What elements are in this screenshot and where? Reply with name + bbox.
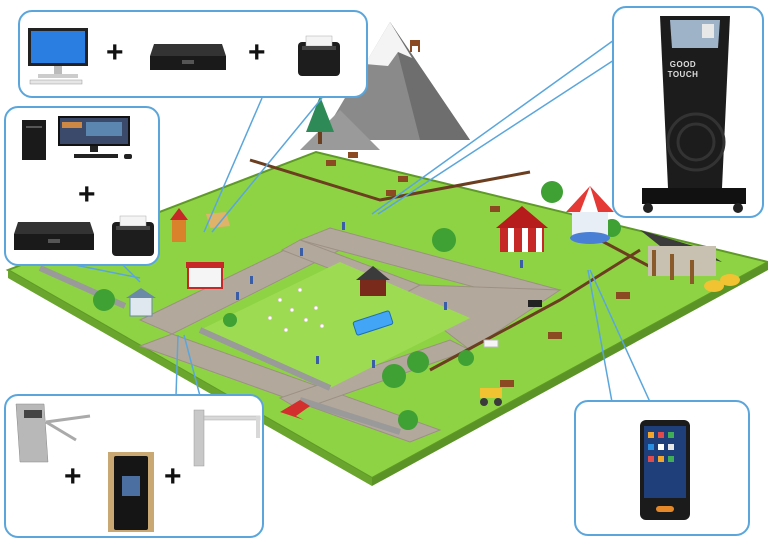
stable (640, 230, 722, 284)
white-horse (483, 339, 499, 348)
self-service-kiosk-icon (642, 16, 746, 213)
pos-station-callout-left: + (4, 106, 160, 266)
plus-sign: + (106, 36, 124, 69)
visitors (236, 222, 523, 368)
park-paths (138, 227, 562, 443)
plus-sign: + (64, 460, 82, 493)
desktop-pc-icon (28, 28, 88, 85)
receipt-printer-icon (112, 215, 154, 256)
plus-sign: + (248, 36, 266, 69)
kiosk-callout: GOOD TOUCH (612, 6, 764, 218)
tripod-turnstile-icon (15, 403, 91, 463)
carousel (566, 186, 614, 244)
plus-sign: + (78, 178, 96, 211)
playground (170, 208, 230, 242)
cash-drawer-icon (150, 44, 226, 70)
access-control-callout: + + (4, 394, 264, 538)
circus-tent (496, 206, 548, 252)
cash-drawer-icon (14, 222, 94, 250)
farm-meadow (200, 262, 470, 388)
kiosk-logo: GOOD TOUCH (661, 60, 705, 80)
gatehouse (126, 288, 156, 317)
kiosk-logo-line2: TOUCH (667, 70, 699, 79)
black-horse (528, 300, 542, 307)
monitor-with-keyboard-icon (58, 116, 132, 159)
plus-sign: + (164, 460, 182, 493)
ticket-booth (186, 262, 224, 289)
receipt-printer-icon (298, 35, 340, 76)
trees (93, 96, 621, 430)
chicken-coop (356, 266, 390, 296)
handheld-callout (574, 400, 750, 536)
swing-gate-icon (193, 409, 261, 467)
pos-station-callout-top: + + (18, 10, 368, 98)
hay-bales (704, 274, 740, 292)
kiosk-logo-line1: GOOD (669, 60, 697, 69)
ticket-validator-icon (108, 452, 154, 532)
duck-pond (352, 310, 394, 336)
entrance-arrow (280, 400, 310, 420)
horses (326, 152, 630, 387)
handheld-pos-terminal-icon (640, 420, 690, 520)
wagon (480, 388, 502, 406)
chickens (267, 287, 325, 333)
deer-icon (410, 40, 420, 52)
tower-pc-icon (22, 120, 46, 160)
